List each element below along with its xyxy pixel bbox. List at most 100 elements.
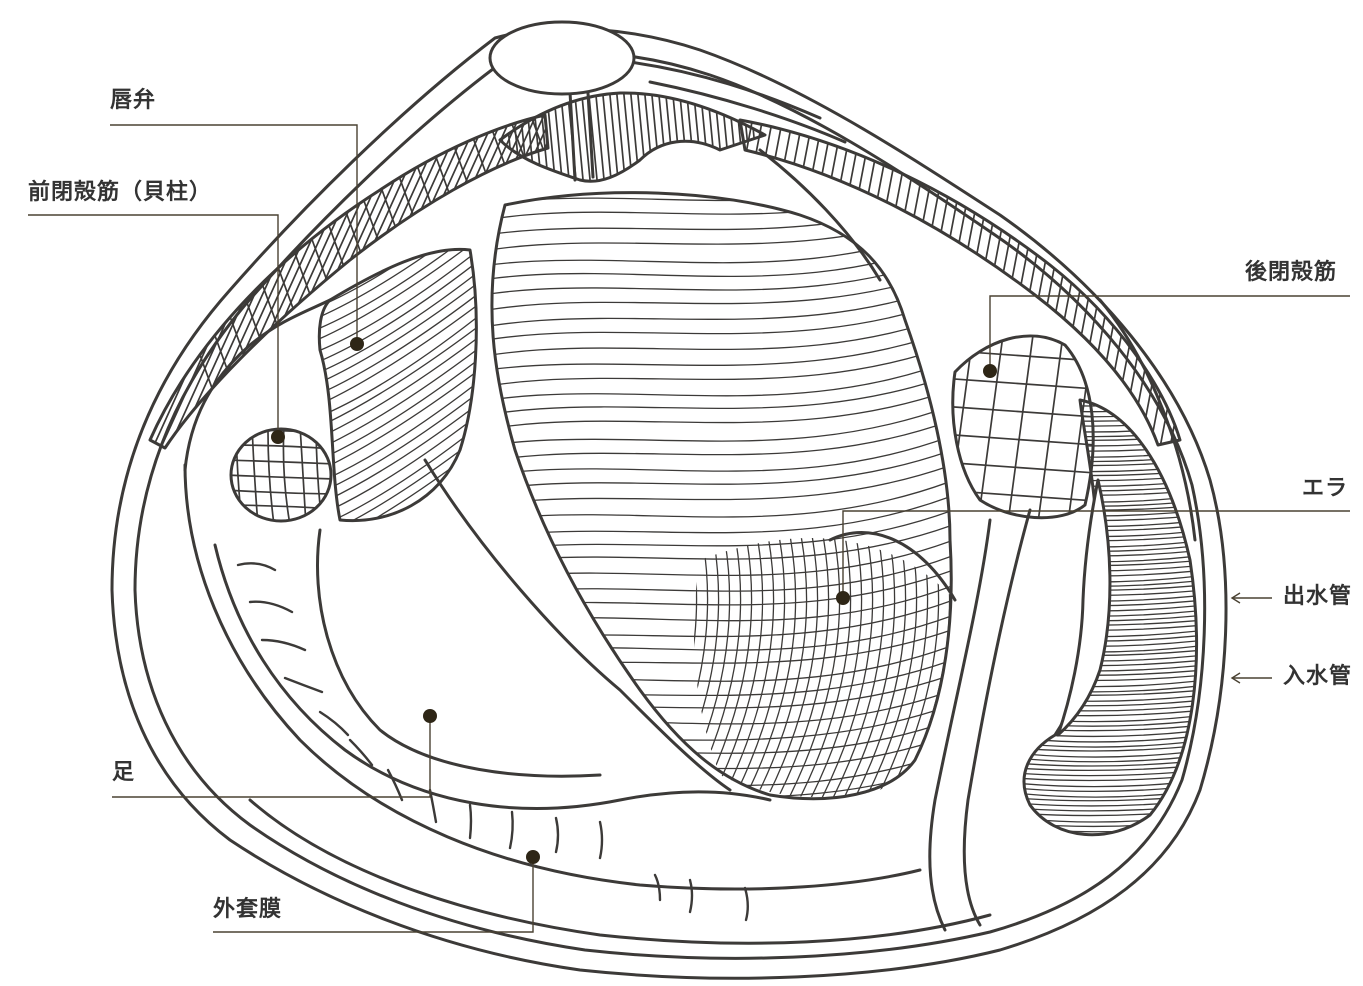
mantle-band-hatch-line: [352, 80, 552, 520]
ligament-hatch-line: [511, 85, 521, 190]
anterior-adductor-cell-line: [225, 460, 335, 464]
label-excurrent-siphon: 出水管: [1283, 586, 1352, 608]
siphon-hatch-line: [1015, 399, 1215, 406]
siphon-hatch-line: [1015, 404, 1215, 412]
shell-inner-edge: [135, 53, 1205, 959]
siphon-hatch-line: [1015, 634, 1215, 641]
siphon-hatch-line: [1015, 614, 1215, 621]
inner-divider-line: [760, 150, 880, 280]
mantle-band-hatch-line: [298, 80, 458, 520]
gill-striation: [420, 435, 990, 505]
marker-dot-gill: [836, 591, 850, 605]
mantle-band-hatch-line: [320, 80, 520, 520]
foot-mark: [262, 640, 305, 650]
siphon-hatch-line: [1015, 684, 1215, 692]
siphon-hatch-line: [1015, 434, 1215, 440]
anterior-adductor-cell-line: [316, 425, 322, 525]
mantle-band-hatch-line: [1150, 80, 1230, 500]
mantle-band-hatch-line: [1180, 80, 1260, 500]
siphon-hatch-line: [1015, 639, 1215, 646]
posterior-adductor: [930, 336, 1093, 930]
labial-palp-outline: [319, 249, 476, 520]
ligament-hatch-line: [714, 85, 724, 190]
label-incurrent-siphon: 入水管: [1283, 666, 1352, 688]
label-mantle: 外套膜: [213, 899, 282, 921]
mantle-band-hatch-line: [1170, 80, 1250, 500]
siphon-hatch-line: [1015, 699, 1215, 706]
siphon-hatch-line: [1015, 449, 1215, 457]
mantle-band-hatch-line: [152, 80, 352, 520]
gill-striation: [420, 240, 990, 309]
mantle-band-hatch-line: [1220, 80, 1300, 500]
marker-dot-posterior-adductor: [983, 364, 997, 378]
anterior-adductor-cell-line: [283, 425, 290, 525]
mantle-band-hatch-line: [56, 80, 256, 520]
anterior-adductor-cell-line: [252, 425, 258, 525]
gill-striation: [420, 270, 990, 342]
ligament-hatch-line: [707, 85, 717, 190]
foot-mark: [250, 602, 292, 612]
marker-dot-mantle: [526, 850, 540, 864]
anterior-adductor-cell-line: [300, 425, 306, 525]
labial-palp-striation: [300, 431, 500, 556]
siphon-hatch-line: [1015, 644, 1215, 652]
mantle-band-hatch-line: [1160, 80, 1240, 500]
siphon-hatch-line: [1015, 499, 1215, 506]
gill-lobe-striation: [689, 530, 741, 800]
ligament-hatch-line: [693, 85, 703, 190]
foot-mark: [388, 770, 402, 800]
siphon-hatch-line: [1015, 609, 1215, 616]
umbo: [490, 22, 634, 94]
gill-striation: [420, 765, 990, 835]
marker-dot-labial-palp: [350, 337, 364, 351]
mantle-band-hatch-line: [1210, 80, 1290, 500]
gill-striation: [420, 300, 990, 371]
mantle-band-hatch-line: [890, 80, 970, 500]
mantle-right-vertical-b: [964, 510, 1030, 925]
siphon-hatch-line: [1015, 619, 1215, 625]
labial-palp-striation: [300, 519, 500, 644]
mantle-band-hatch-line: [312, 80, 512, 520]
foot-mark: [690, 880, 692, 912]
siphon-hatch-line: [1015, 599, 1215, 606]
foot-mark: [510, 812, 513, 848]
foot-mark: [745, 888, 748, 920]
labial-palp-striation: [300, 530, 500, 655]
posterior-adductor-cell-line: [947, 320, 975, 530]
label-foot: 足: [112, 762, 135, 784]
foot-mark: [238, 563, 275, 570]
mantle-band-hatch-line: [72, 80, 272, 520]
mantle-band-hatch-line: [1200, 80, 1280, 500]
gill-lobe-striations: [645, 530, 983, 800]
mantle-band-hatch-line: [210, 80, 370, 520]
siphon-hatch-line: [1015, 724, 1215, 731]
gill-lobe-striation: [700, 530, 752, 800]
siphon-hatch-line: [1015, 394, 1215, 401]
mantle-bottom-line: [250, 800, 990, 943]
mantle-band-hatch-line: [342, 80, 502, 520]
siphon-hatch-line: [1015, 549, 1215, 556]
foot-mark: [556, 818, 558, 852]
marker-dot-anterior-adductor: [271, 430, 285, 444]
mantle-band-hatch-line: [280, 80, 480, 520]
siphon-channel: [1058, 480, 1110, 735]
gill-lobe-striation: [656, 530, 708, 800]
mantle-band-hatch-line: [112, 80, 312, 520]
gill-striation: [420, 390, 990, 460]
label-gill: エラ: [1302, 478, 1348, 500]
siphon-hatch-line: [1015, 524, 1215, 531]
shell-outline: [112, 29, 1226, 979]
posterior-adductor-cell-line: [1007, 320, 1035, 530]
ligament-hatch-line: [700, 85, 710, 190]
shell-outer-edge: [112, 29, 1226, 979]
foot-inner-band: [215, 545, 770, 808]
labial-palp-striation: [300, 277, 500, 402]
mantle-band-hatch-line: [1000, 80, 1080, 500]
labial-palp-striation: [300, 497, 500, 622]
ligament-center-line-a: [570, 92, 575, 180]
gill-striation: [420, 345, 990, 415]
label-labial-palp: 唇弁: [110, 90, 156, 112]
leader-line-foot: [112, 716, 430, 797]
mantle-band-hatch-line: [930, 80, 1010, 500]
